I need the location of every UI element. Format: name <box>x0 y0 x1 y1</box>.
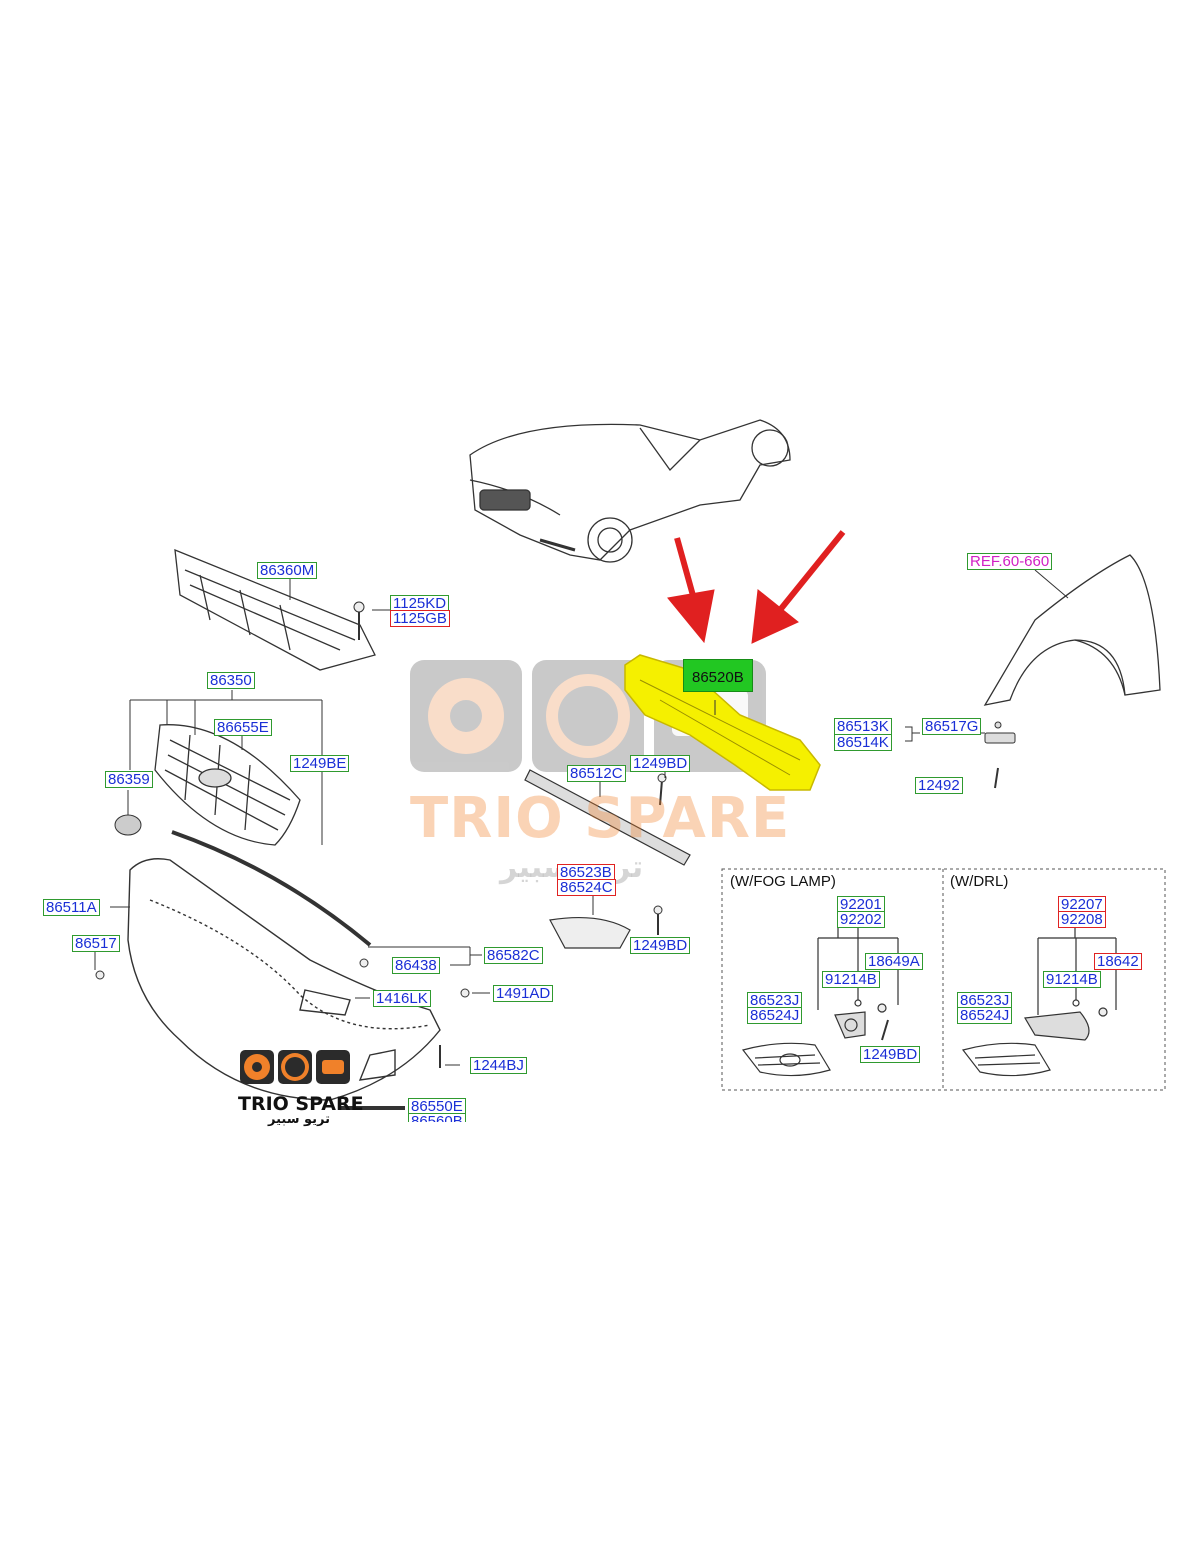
part-label-86524J-a[interactable]: 86524J <box>747 1007 803 1024</box>
option-box <box>721 868 1166 1091</box>
emblem-part <box>114 814 142 836</box>
part-label-86360M[interactable]: 86360M <box>257 562 318 579</box>
part-label-86524J-b[interactable]: 86524J <box>957 1007 1013 1024</box>
car-overview-illustration <box>469 419 791 563</box>
part-label-1125KD[interactable]: 1125KD <box>390 595 450 612</box>
part-label-1416LK[interactable]: 1416LK <box>373 990 431 1007</box>
part-label-86438[interactable]: 86438 <box>392 957 440 974</box>
red-arrow-left <box>667 537 715 644</box>
part-label-86523J-b[interactable]: 86523J <box>957 992 1013 1009</box>
part-label-86523J-a[interactable]: 86523J <box>747 992 803 1009</box>
part-label-92208[interactable]: 92208 <box>1058 911 1106 928</box>
front-bumper-part <box>127 858 441 1101</box>
part-label-1125GB[interactable]: 1125GB <box>390 610 450 627</box>
part-label-91214B-b[interactable]: 91214B <box>1043 971 1101 988</box>
part-label-86513K[interactable]: 86513K <box>834 718 892 735</box>
trio-spare-logo-icons <box>240 1050 350 1084</box>
fog-cover-part <box>549 916 631 949</box>
drl-lamp-illustration <box>961 928 1117 1077</box>
part-label-1491AD[interactable]: 1491AD <box>493 985 554 1002</box>
part-label-86655E[interactable]: 86655E <box>214 719 272 736</box>
part-label-86517G[interactable]: 86517G <box>922 718 982 735</box>
red-arrow-right <box>751 530 846 644</box>
part-label-86514K[interactable]: 86514K <box>834 734 892 751</box>
part-label-18649A[interactable]: 18649A <box>865 953 923 970</box>
part-label-86359[interactable]: 86359 <box>105 771 153 788</box>
logo-brand-text: TRIO SPARE <box>238 1093 364 1115</box>
part-label-86520B[interactable]: 86520B <box>683 659 753 692</box>
part-label-91214B-a[interactable]: 91214B <box>822 971 880 988</box>
part-label-86560B[interactable]: 86560B <box>408 1113 466 1122</box>
part-label-18642[interactable]: 18642 <box>1094 953 1142 970</box>
part-label-1249BD-a[interactable]: 1249BD <box>630 755 691 772</box>
bumper-screws <box>95 958 470 1068</box>
grille-insert-part <box>174 548 376 671</box>
fog-lamp-illustration <box>741 928 899 1077</box>
part-label-12492[interactable]: 12492 <box>915 777 963 794</box>
part-label-1249BD-c[interactable]: 1249BD <box>860 1046 921 1063</box>
bracket-86517G <box>984 721 1016 789</box>
radiator-grille-part <box>154 724 301 846</box>
part-label-1249BE[interactable]: 1249BE <box>290 755 350 772</box>
part-label-86511A[interactable]: 86511A <box>43 899 100 916</box>
leader-lines <box>94 569 1069 1115</box>
fog-lamp-option-title: (W/FOG LAMP) <box>730 873 836 890</box>
part-label-ref-60-660[interactable]: REF.60-660 <box>967 553 1053 570</box>
part-label-86582C[interactable]: 86582C <box>484 947 543 964</box>
part-label-86550E[interactable]: 86550E <box>408 1098 466 1115</box>
part-label-86512C[interactable]: 86512C <box>567 765 626 782</box>
part-label-86523B[interactable]: 86523B <box>557 864 615 881</box>
part-label-86350[interactable]: 86350 <box>207 672 255 689</box>
upper-garnish-part <box>524 769 691 866</box>
part-label-1249BD-b[interactable]: 1249BD <box>630 937 691 954</box>
drl-option-title: (W/DRL) <box>950 873 1009 890</box>
part-label-86524C[interactable]: 86524C <box>557 879 616 896</box>
fender-part <box>983 554 1161 706</box>
part-label-86517[interactable]: 86517 <box>72 935 120 952</box>
part-label-1244BJ[interactable]: 1244BJ <box>470 1057 527 1074</box>
bolt-1125 <box>353 601 365 640</box>
watermark-brand-text: TRIO SPARE <box>410 786 791 851</box>
garnish-strip-part <box>171 830 372 947</box>
logo-arabic-text: تريو سبير <box>268 1112 331 1127</box>
part-label-92202[interactable]: 92202 <box>837 911 885 928</box>
